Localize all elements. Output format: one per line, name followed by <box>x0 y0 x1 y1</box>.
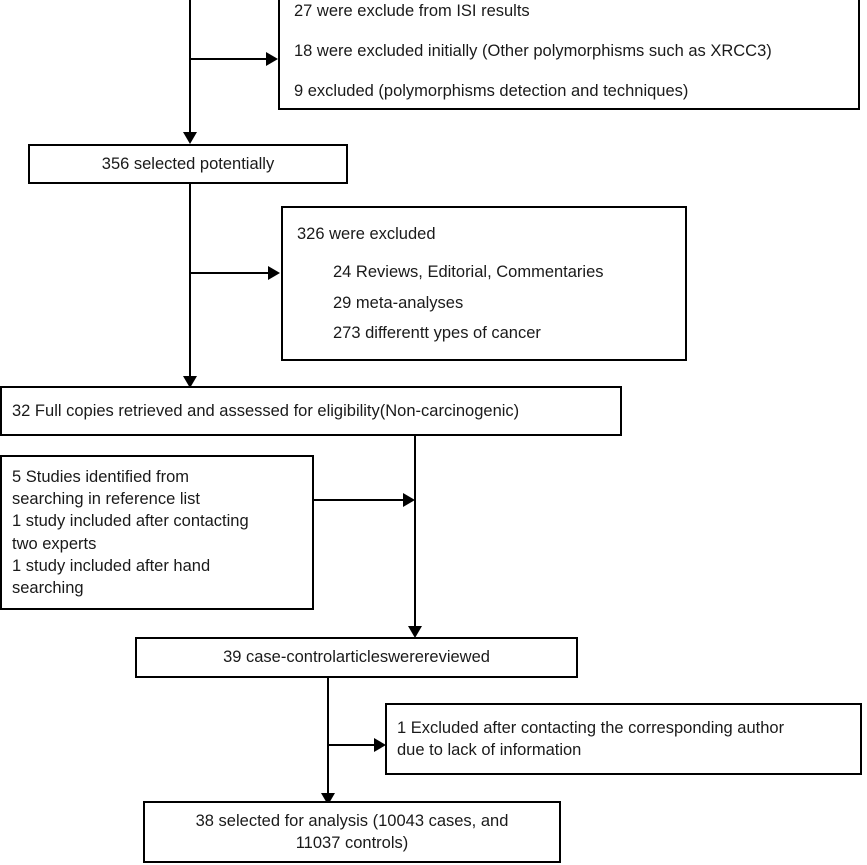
additional-sources-line-3: 1 study included after contacting <box>12 512 249 531</box>
node-excluded-326: 326 were excluded 24 Reviews, Editorial,… <box>281 206 687 361</box>
connector-trunk-fourth <box>327 678 329 796</box>
node-additional-sources: 5 Studies identified from searching in r… <box>0 455 314 610</box>
arrowhead-to-selected-potentially <box>183 132 197 144</box>
connector-trunk-top <box>189 0 191 134</box>
full-copies-label: 32 Full copies retrieved and assessed fo… <box>12 401 520 420</box>
final-selection-line-2: 11037 controls) <box>295 834 409 852</box>
node-excluded-isi: 27 were exclude from ISI results 18 were… <box>278 0 860 110</box>
excluded-author-line-1: 1 Excluded after contacting the correspo… <box>397 718 785 737</box>
excluded-isi-line-3: 9 excluded (polymorphisms detection and … <box>294 82 689 101</box>
excluded-326-heading: 326 were excluded <box>297 224 436 243</box>
node-reviewed: 39 case-controlarticleswerereviewed <box>135 637 578 678</box>
additional-sources-line-5: 1 study included after hand <box>12 556 211 575</box>
excluded-326-item-1: 24 Reviews, Editorial, Commentaries <box>333 263 604 282</box>
connector-branch-excluded-author <box>327 744 376 746</box>
final-selection-line-1: 38 selected for analysis (10043 cases, a… <box>195 811 509 830</box>
connector-branch-excluded-326 <box>189 272 271 274</box>
connector-trunk-second <box>189 183 191 378</box>
selected-potentially-label: 356 selected potentially <box>101 154 275 173</box>
arrowhead-to-excluded-326 <box>268 266 280 280</box>
connector-branch-excluded-isi <box>189 58 271 60</box>
arrowhead-to-full-copies <box>183 376 197 388</box>
excluded-326-item-2: 29 meta-analyses <box>333 293 464 312</box>
excluded-author-line-2: due to lack of information <box>397 741 582 759</box>
node-final-selection: 38 selected for analysis (10043 cases, a… <box>143 801 561 863</box>
reviewed-label: 39 case-controlarticleswerereviewed <box>223 648 490 667</box>
additional-sources-line-6: searching <box>12 579 84 598</box>
node-excluded-author: 1 Excluded after contacting the correspo… <box>385 703 862 775</box>
arrowhead-to-excluded-author <box>374 738 386 752</box>
arrowhead-to-reviewed <box>408 626 422 638</box>
arrowhead-merge-additional-sources <box>403 493 415 507</box>
arrowhead-to-excluded-isi <box>266 52 278 66</box>
node-full-copies: 32 Full copies retrieved and assessed fo… <box>0 386 622 436</box>
excluded-isi-line-1: 27 were exclude from ISI results <box>294 1 530 20</box>
connector-merge-additional-sources <box>313 499 405 501</box>
excluded-326-item-3: 273 differentt ypes of cancer <box>333 323 541 342</box>
node-selected-potentially: 356 selected potentially <box>28 144 348 184</box>
excluded-isi-line-2: 18 were excluded initially (Other polymo… <box>294 41 772 60</box>
additional-sources-line-1: 5 Studies identified from <box>12 467 190 486</box>
additional-sources-line-2: searching in reference list <box>12 489 201 508</box>
additional-sources-line-4: two experts <box>12 534 97 553</box>
connector-trunk-third <box>414 436 416 628</box>
